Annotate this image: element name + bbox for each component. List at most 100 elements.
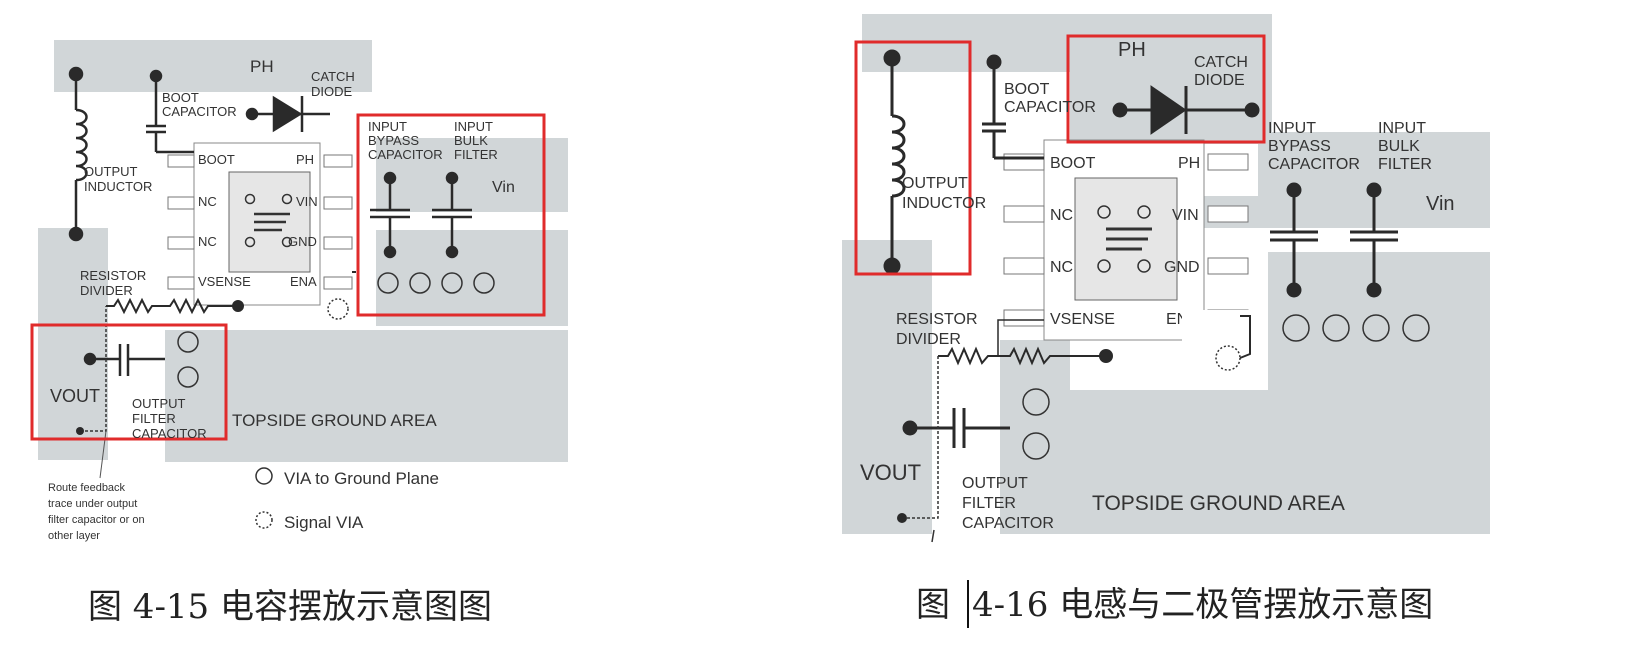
- output-filter-label-2-right: FILTER: [962, 495, 1016, 512]
- highlight-diode: [1066, 34, 1266, 144]
- bulk-label-2: BULK: [454, 133, 488, 148]
- pin-nc2-right: NC: [1050, 259, 1073, 276]
- legend: VIA to Ground Plane Signal VIA: [255, 467, 439, 532]
- pin-nc1-right: NC: [1050, 207, 1073, 224]
- ic-pad-vias-right: [1097, 205, 1151, 273]
- caption-4-15: 图 4-15 电容摆放示意图图: [88, 587, 492, 627]
- ph-copper: [54, 40, 372, 92]
- highlight-output-capacitor: [30, 323, 228, 441]
- output-filter-label-1-right: OUTPUT: [962, 475, 1028, 492]
- component-labels-right: PH CATCH DIODE BOOT CAPACITOR OUTPUT IND…: [860, 39, 1455, 532]
- component-labels: PH CATCH DIODE BOOT CAPACITOR OUTPUT IND…: [50, 57, 515, 441]
- ground-copper-upper: [376, 230, 568, 326]
- pin-ena: ENA: [290, 274, 317, 289]
- pin-ph-right: PH: [1178, 155, 1200, 172]
- catch-diode: [245, 95, 330, 133]
- bypass-label-2-right: BYPASS: [1268, 138, 1331, 155]
- pin-nc1: NC: [198, 194, 217, 209]
- resistor-label-2-right: DIVIDER: [896, 331, 961, 348]
- vout-copper: [38, 228, 108, 460]
- resistor-label-1-right: RESISTOR: [896, 311, 978, 328]
- boot-capacitor: [146, 69, 194, 154]
- output-inductor-label-2-right: INDUCTOR: [902, 195, 986, 212]
- output-filter-label-1: OUTPUT: [132, 396, 186, 411]
- vout-label-right: VOUT: [860, 460, 921, 485]
- output-filter-capacitor: [83, 344, 165, 376]
- bypass-label-1: INPUT: [368, 119, 407, 134]
- ph-label-right: PH: [1118, 39, 1146, 61]
- route-note-line-1: Route feedback: [48, 482, 126, 494]
- ground-area-label-right: TOPSIDE GROUND AREA: [1092, 492, 1345, 515]
- output-inductor-label-1-right: OUTPUT: [902, 175, 968, 192]
- output-inductor-label-2: INDUCTOR: [84, 179, 152, 194]
- bulk-label-1-right: INPUT: [1378, 120, 1426, 137]
- vout-copper-right: [842, 240, 932, 534]
- ph-label: PH: [250, 57, 274, 76]
- bulk-label-3: FILTER: [454, 147, 498, 162]
- route-note-line-2: trace under output: [48, 498, 137, 510]
- bypass-label-3: CAPACITOR: [368, 147, 443, 162]
- resistor-divider: [106, 297, 244, 315]
- ground-copper-right-lower: [1000, 390, 1490, 534]
- ic-pins-right: [1003, 153, 1249, 327]
- pin-boot: BOOT: [198, 152, 235, 167]
- boot-capacitor-label-1-right: BOOT: [1004, 81, 1050, 98]
- highlight-boxes-right: [854, 34, 1266, 276]
- pin-vin: VIN: [296, 194, 318, 209]
- feedback-trace-right: [902, 356, 939, 519]
- route-note-line-4: other layer: [48, 530, 100, 542]
- ic-pin-labels: BOOT PH NC VIN NC GND VSENSE ENA: [198, 152, 318, 289]
- boot-capacitor-right: [982, 54, 1044, 160]
- boot-capacitor-label-2-right: CAPACITOR: [1004, 99, 1096, 116]
- output-inductor-label-1: OUTPUT: [84, 164, 138, 179]
- ground-area-label: TOPSIDE GROUND AREA: [232, 411, 437, 430]
- pin-ph: PH: [296, 152, 314, 167]
- catch-diode-right: [1112, 85, 1260, 135]
- legend-via-text: VIA to Ground Plane: [284, 469, 439, 488]
- catch-label-right: CATCH: [1194, 54, 1248, 71]
- boot-capacitor-label-2: CAPACITOR: [162, 104, 237, 119]
- pin-vin-right: VIN: [1172, 207, 1199, 224]
- signal-via: [327, 298, 349, 320]
- output-filter-label-2: FILTER: [132, 411, 176, 426]
- resistor-divider-right: [938, 319, 1113, 366]
- pin-gnd: GND: [288, 234, 317, 249]
- diode-label-right: DIODE: [1194, 72, 1245, 89]
- input-copper: [376, 138, 568, 212]
- figure-4-16: BOOT PH NC VIN NC GND VSENSE ENA: [842, 14, 1490, 628]
- highlight-input-capacitors: [356, 113, 546, 317]
- caption-4-16-prefix: 图: [916, 585, 950, 625]
- diode-label: DIODE: [311, 84, 353, 99]
- bypass-label-1-right: INPUT: [1268, 120, 1316, 137]
- ground-copper-right-upper: [1268, 252, 1490, 390]
- ground-vias: [177, 272, 495, 388]
- bulk-label-1: INPUT: [454, 119, 493, 134]
- legend-via-icon: [255, 467, 273, 485]
- route-note-line-3: filter capacitor or on: [48, 514, 145, 526]
- resistor-label-2: DIVIDER: [80, 283, 133, 298]
- vin-label-right: Vin: [1426, 193, 1455, 215]
- ic-pins: [167, 154, 353, 290]
- bulk-label-2-right: BULK: [1378, 138, 1420, 155]
- bypass-label-2: BYPASS: [368, 133, 419, 148]
- signal-via-right: [1215, 345, 1241, 371]
- output-filter-label-3: CAPACITOR: [132, 426, 207, 441]
- route-note: Route feedback trace under output filter…: [48, 482, 145, 542]
- ground-copper-lower: [165, 330, 568, 462]
- highlight-boxes: [30, 113, 546, 441]
- output-inductor: [68, 66, 88, 242]
- vin-label: Vin: [492, 179, 515, 196]
- figure-4-15: BOOT PH NC VIN NC GND VSENSE ENA: [30, 40, 568, 627]
- vout-label: VOUT: [50, 386, 100, 406]
- pin-boot-right: BOOT: [1050, 155, 1096, 172]
- legend-signal-icon: [255, 511, 273, 529]
- output-filter-label-3-right: CAPACITOR: [962, 515, 1054, 532]
- legend-signal-text: Signal VIA: [284, 513, 364, 532]
- ic-pad-vias: [244, 193, 293, 248]
- copper-areas: [38, 40, 568, 462]
- ic-logo: [254, 212, 290, 232]
- ground-copper-right-mid: [1000, 340, 1070, 390]
- ic-logo-right: [1106, 227, 1152, 251]
- pin-gnd-right: GND: [1164, 259, 1200, 276]
